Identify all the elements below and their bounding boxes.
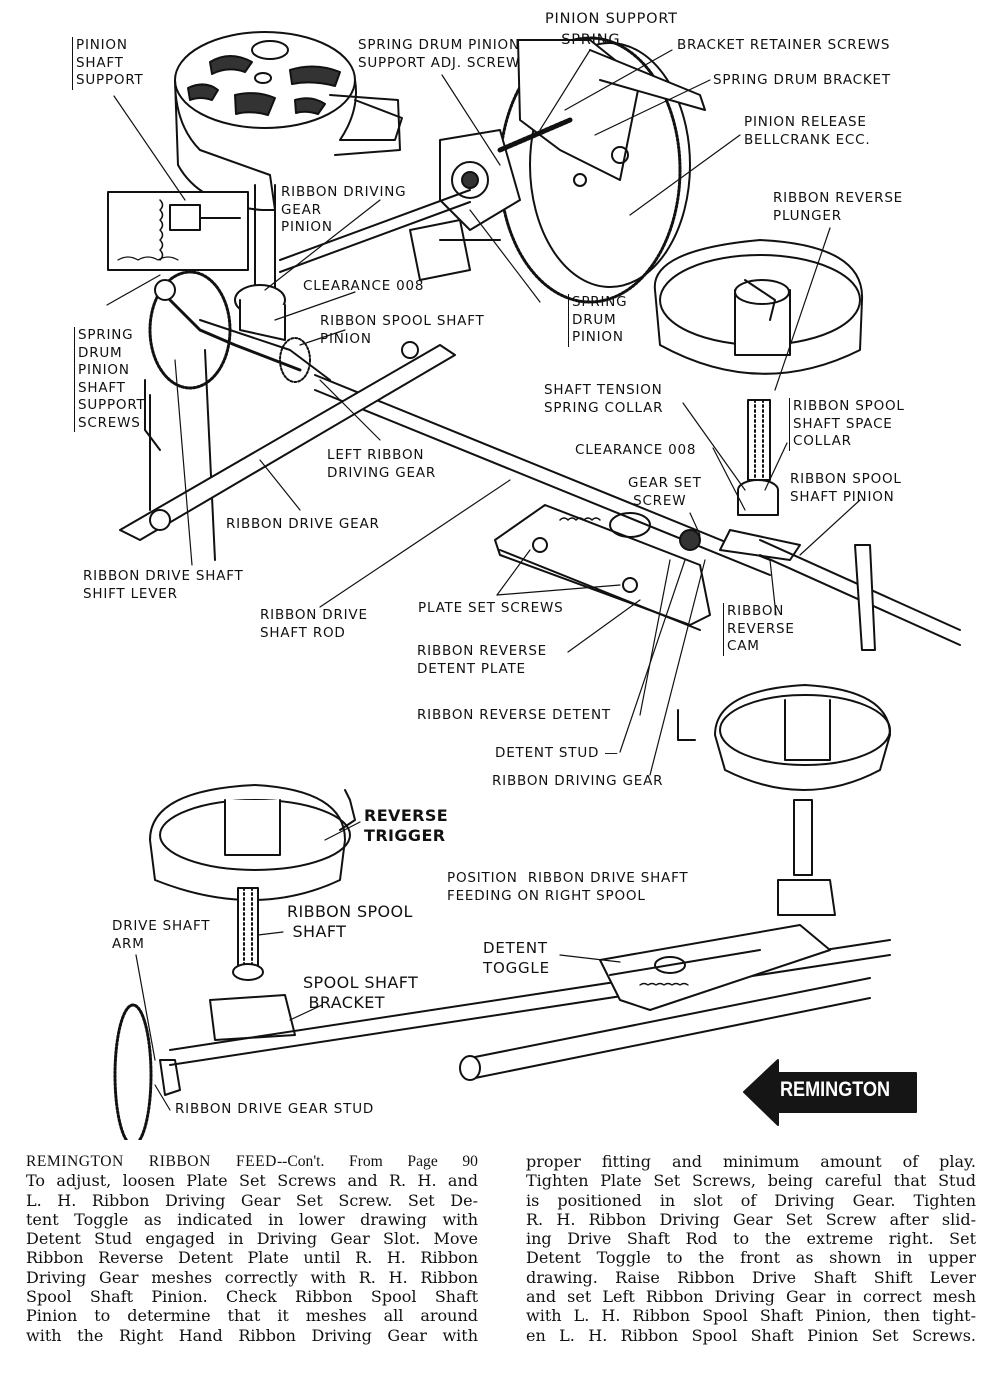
label-ribbon-spool-shaft-space-collar: RIBBON SPOOL SHAFT SPACE COLLAR <box>789 398 905 451</box>
label-pinion-release-bellcrank-ecc: PINION RELEASE BELLCRANK ECC. <box>744 114 871 148</box>
section-heading: REMINGTON RIBBON FEED--Con't. From Page … <box>26 1152 478 1171</box>
label-gear-set-screw: GEAR SET SCREW <box>628 475 702 509</box>
paragraph-line: To adjust, loosen Plate Set Screws and R… <box>26 1171 478 1191</box>
upper-detent-plate-drawing <box>494 504 711 631</box>
label-spring-drum-pinion-support-adj-screw: SPRING DRUM PINION SUPPORT ADJ. SCREW <box>358 37 521 71</box>
paragraph-line: drawing. Raise Ribbon Drive Shaft Shift … <box>526 1267 976 1287</box>
label-ribbon-spool-shaft-pinion-right: RIBBON SPOOL SHAFT PINION <box>790 471 902 505</box>
label-spring-drum-bracket: SPRING DRUM BRACKET <box>713 72 891 88</box>
label-spring-drum-pinion-shaft-support-screws: SPRING DRUM PINION SHAFT SUPPORT SCREWS <box>74 327 146 432</box>
paragraph-line: Spool Shaft Pinion. Check Ribbon Spool S… <box>26 1287 478 1307</box>
paragraph-line: Ribbon Reverse Detent Plate until R. H. … <box>26 1248 478 1268</box>
paragraph-line: and set Left Ribbon Driving Gear in corr… <box>526 1287 976 1307</box>
paragraph-line: Detent Stud engaged in Driving Gear Slot… <box>26 1229 478 1249</box>
leader-lines <box>106 49 861 1111</box>
label-pinion-support-spring: PINION SUPPORT SPRING <box>545 11 678 48</box>
paragraph-line: with the Right Hand Ribbon Driving Gear … <box>26 1325 478 1345</box>
paragraph-line: L. H. Ribbon Driving Gear Set Screw. Set… <box>26 1190 478 1210</box>
paragraph-line: proper fitting and minimum amount of pla… <box>526 1152 976 1171</box>
paragraph-line: Pinion to determine that it meshes all a… <box>26 1306 478 1326</box>
label-drive-shaft-arm: DRIVE SHAFT ARM <box>112 918 211 952</box>
heading-title: REMINGTON RIBBON FEED <box>26 1153 277 1170</box>
paragraph-line: en L. H. Ribbon Spool Shaft Pinion Set S… <box>526 1325 976 1345</box>
paragraph-line: tent Toggle as indicated in lower drawin… <box>26 1209 478 1229</box>
paragraph-line: Driving Gear meshes correctly with R. H.… <box>26 1267 478 1287</box>
paragraph-line: Detent Toggle to the front as shown in u… <box>526 1248 976 1268</box>
heading-continuation: --Con't. From Page 90 <box>276 1153 478 1170</box>
label-ribbon-driving-gear-pinion: RIBBON DRIVING GEAR PINION <box>281 184 407 235</box>
label-spool-shaft-bracket: SPOOL SHAFT BRACKET <box>303 973 419 1012</box>
label-position-note: POSITION RIBBON DRIVE SHAFT FEEDING ON R… <box>447 870 689 904</box>
paragraph-line: ing Drive Shaft Rod to the extreme right… <box>526 1229 976 1249</box>
left-lower-spool-drawing <box>113 784 356 1140</box>
label-ribbon-spool-shaft-pinion-left: RIBBON SPOOL SHAFT PINION <box>320 313 485 347</box>
remington-banner-text: REMINGTON <box>780 1078 891 1101</box>
paragraph-line: R. H. Ribbon Driving Gear Set Screw afte… <box>526 1209 976 1229</box>
label-ribbon-reverse-detent: RIBBON REVERSE DETENT <box>417 707 611 723</box>
label-plate-set-screws: PLATE SET SCREWS <box>418 600 564 616</box>
label-pinion-shaft-support: PINION SHAFT SUPPORT <box>72 37 144 90</box>
pinion-mechanism-drawing <box>279 117 573 281</box>
remington-arrow-banner <box>743 1059 917 1126</box>
label-ribbon-reverse-detent-plate: RIBBON REVERSE DETENT PLATE <box>417 643 548 677</box>
inset-pinion-support-drawing <box>107 191 249 271</box>
label-detent-toggle: DETENT TOGGLE <box>483 939 550 977</box>
label-ribbon-drive-shaft-rod: RIBBON DRIVE SHAFT ROD <box>260 607 368 641</box>
label-ribbon-drive-gear: RIBBON DRIVE GEAR <box>226 516 380 532</box>
label-left-ribbon-driving-gear: LEFT RIBBON DRIVING GEAR <box>327 447 437 481</box>
label-clearance-008-left: CLEARANCE 008 <box>303 278 425 294</box>
body-text-right-column: proper fitting and minimum amount of pla… <box>526 1152 976 1345</box>
label-detent-stud: DETENT STUD — <box>495 745 619 761</box>
label-clearance-008-right: CLEARANCE 008 <box>575 442 697 458</box>
label-reverse-trigger: REVERSE TRIGGER <box>364 806 449 845</box>
right-upper-spool-drawing <box>653 239 961 651</box>
label-ribbon-drive-shaft-shift-lever: RIBBON DRIVE SHAFT SHIFT LEVER <box>83 568 244 602</box>
paragraph-line: with L. H. Ribbon Spool Shaft Pinion, th… <box>526 1306 976 1326</box>
paragraph-line: is positioned in slot of Driving Gear. T… <box>526 1190 976 1210</box>
label-ribbon-driving-gear: RIBBON DRIVING GEAR <box>492 773 664 789</box>
label-ribbon-reverse-cam: RIBBON REVERSE CAM <box>723 603 795 656</box>
label-ribbon-reverse-plunger: RIBBON REVERSE PLUNGER <box>773 190 904 224</box>
label-ribbon-drive-gear-stud: RIBBON DRIVE GEAR STUD <box>175 1101 375 1117</box>
shift-lever-plate-drawing <box>119 341 456 541</box>
body-text-left-column: REMINGTON RIBBON FEED--Con't. From Page … <box>26 1152 478 1345</box>
exploded-diagram: PINION SHAFT SUPPORT SPRING DRUM PINION … <box>72 11 961 1140</box>
left-driving-gear-drawing <box>144 270 771 576</box>
right-lower-spool-drawing <box>677 684 891 916</box>
label-spring-drum-pinion: SPRING DRUM PINION <box>568 294 627 347</box>
label-ribbon-spool-shaft: RIBBON SPOOL SHAFT <box>287 902 413 941</box>
drive-shaft-rods-drawing <box>169 924 891 1081</box>
label-shaft-tension-spring-collar: SHAFT TENSION SPRING COLLAR <box>544 382 664 416</box>
paragraph-line: Tighten Plate Set Screws, being careful … <box>526 1171 976 1191</box>
left-ribbon-spool-drawing <box>174 31 403 291</box>
label-bracket-retainer-screws: BRACKET RETAINER SCREWS <box>677 37 891 53</box>
spring-drum-gear-drawing <box>498 36 706 304</box>
